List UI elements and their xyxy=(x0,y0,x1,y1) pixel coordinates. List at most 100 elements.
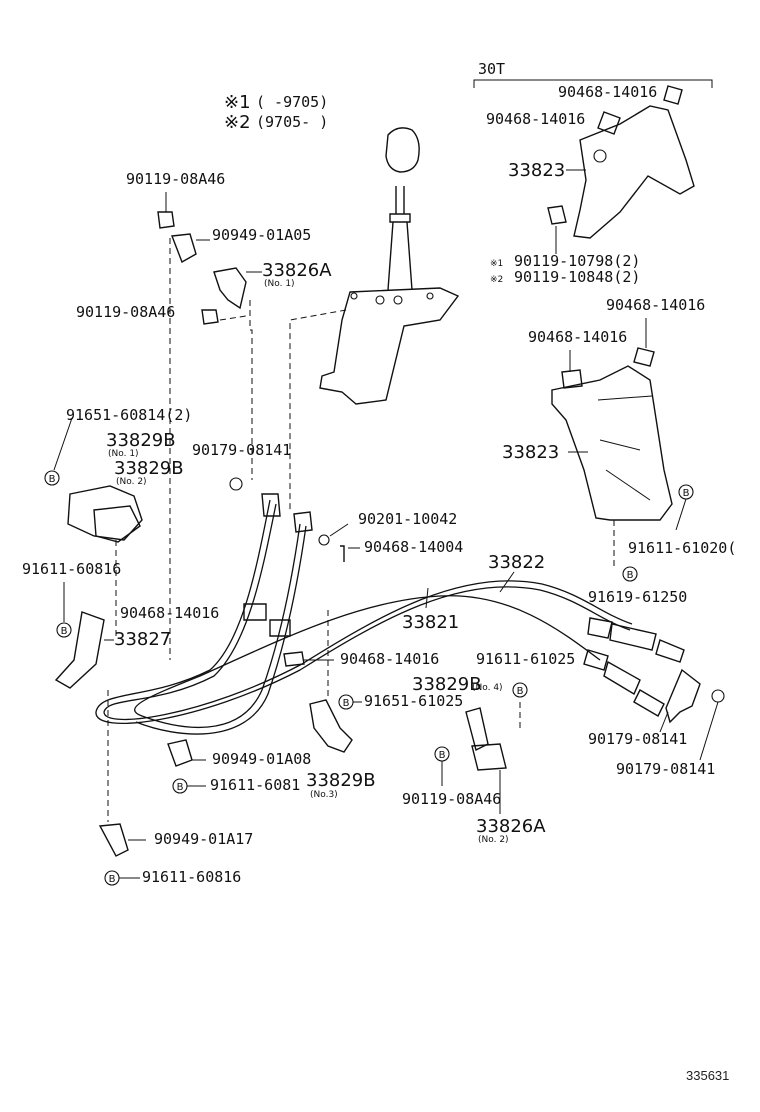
clip-90949-01A08 xyxy=(167,739,193,767)
bracket-33829B-no3 xyxy=(309,699,353,753)
cable-tip-right-2 xyxy=(633,689,665,717)
bracket-33823-bottom xyxy=(551,365,673,521)
bracket-33823-top-hole xyxy=(593,149,607,163)
mark-1-bolt: ※1 xyxy=(490,259,503,269)
label-91619-61250: 91619-61250 xyxy=(588,588,687,606)
cable-end-left-1 xyxy=(261,493,281,517)
base-bolt-3 xyxy=(350,292,358,300)
cable-end-right-1 xyxy=(587,617,613,639)
label-91611-6081x: 91611-6081 xyxy=(210,776,300,794)
label-33821: 33821 xyxy=(402,612,459,633)
svg-text:B: B xyxy=(61,626,68,637)
cable-tip-right-1 xyxy=(655,639,685,663)
marker-b-9 xyxy=(622,566,638,582)
upper-right-bracket-group: 90468-14016 90468-14016 33823 ※1 90119-1… xyxy=(486,83,695,286)
variant-2-mark: ※2 xyxy=(224,112,251,133)
marker-b-6 xyxy=(512,682,528,698)
base-bolt-4 xyxy=(426,292,434,300)
bracket-33827 xyxy=(54,611,105,689)
diagram-code: 335631 xyxy=(686,1068,729,1083)
label-91611-60816-bot: 91611-60816 xyxy=(142,868,241,886)
shift-cables: 33822 33821 xyxy=(95,493,725,735)
label-33829B-no1-sub: (No. 1) xyxy=(108,449,139,459)
cable-end-right-2 xyxy=(583,649,609,671)
washer-90201-10042 xyxy=(318,534,330,546)
bolt-90119-08A46-mid xyxy=(201,309,219,325)
label-90468-14016-mid: 90468-14016 xyxy=(340,650,439,668)
svg-text:B: B xyxy=(517,686,524,697)
label-90468-14016-r3: 90468-14016 xyxy=(606,296,705,314)
alignment-lines xyxy=(107,238,615,822)
label-33823-bottom: 33823 xyxy=(502,442,559,463)
left-brackets: 91651-60814(2) B 33829B (No. 1) 33829B (… xyxy=(22,406,219,689)
cable-end-left-2 xyxy=(293,511,313,533)
group-30t-label: 30T xyxy=(478,60,505,78)
label-33827: 33827 xyxy=(114,629,171,650)
cable-33821-a xyxy=(134,523,601,728)
bracket-33829B-no4 xyxy=(465,707,489,752)
label-90468-14016-r4: 90468-14016 xyxy=(528,328,627,346)
label-33829B-no4-sub: (No. 4) xyxy=(472,683,503,693)
base-bolt-1 xyxy=(375,295,385,305)
marker-b-2 xyxy=(56,622,72,638)
label-90179-08141-left: 90179-08141 xyxy=(192,441,291,459)
clip-90468-14016-tr2 xyxy=(597,111,621,135)
label-33822: 33822 xyxy=(488,552,545,573)
label-91611-61020: 91611-61020( xyxy=(628,539,736,557)
shift-knob xyxy=(385,127,420,173)
bracket-33826A-no1 xyxy=(213,267,247,310)
marker-b-1 xyxy=(44,470,60,486)
lever-shaft-upper xyxy=(395,186,405,214)
variant-1-mark: ※1 xyxy=(224,92,251,113)
top-left-hardware: 90119-08A46 90949-01A05 33826A (No. 1) 9… xyxy=(76,170,332,325)
bolt-90119-08A46-top xyxy=(157,211,175,229)
middle-right-bracket-group: 90468-14016 90468-14016 33823 B 91611-61… xyxy=(502,296,736,606)
label-91611-60816-left: 91611-60816 xyxy=(22,560,121,578)
label-33826A-no1-sub: (No. 1) xyxy=(264,279,295,289)
clip-90468-14016-r3 xyxy=(633,347,655,367)
label-91651-61025: 91651-61025 xyxy=(364,692,463,710)
shift-lever-assembly xyxy=(319,127,460,405)
mark-2-bolt: ※2 xyxy=(490,275,503,285)
clip-90468-14016-tr1 xyxy=(663,85,683,105)
label-90119-08A46-top: 90119-08A46 xyxy=(126,170,225,188)
label-33829B-no2: 33829B xyxy=(114,458,184,479)
svg-text:B: B xyxy=(109,874,116,885)
label-90949-01A05: 90949-01A05 xyxy=(212,226,311,244)
cable-grommet-1 xyxy=(243,603,267,621)
lever-collar xyxy=(389,213,411,223)
cable-33821-b xyxy=(135,525,307,735)
clip-90949-01A17 xyxy=(98,823,129,857)
label-90179-08141-r1: 90179-08141 xyxy=(588,730,687,748)
label-33829B-no4: 33829B xyxy=(412,674,482,695)
label-33823-top: 33823 xyxy=(508,160,565,181)
variant-1-range: ( -9705) xyxy=(256,93,328,111)
label-33829B-no3-sub: (No.3) xyxy=(310,790,338,800)
clip-90468-14016-r4 xyxy=(561,369,583,389)
svg-text:B: B xyxy=(343,698,350,709)
group-30t: 30T xyxy=(473,60,713,88)
label-90119-08A46-bot: 90119-08A46 xyxy=(402,790,501,808)
variant-2-range: (9705- ) xyxy=(256,113,328,131)
label-90119-08A46-mid: 90119-08A46 xyxy=(76,303,175,321)
clip-90949-01A05 xyxy=(171,233,197,264)
lever-boot xyxy=(387,221,413,291)
clip-90468-14016-mid xyxy=(283,651,305,667)
label-33829B-no3: 33829B xyxy=(306,770,376,791)
cable-33822-a xyxy=(95,499,631,725)
bracket-33829B-no1 xyxy=(67,485,143,541)
label-90468-14016-tr1: 90468-14016 xyxy=(558,83,657,101)
cable-sleeve-right-2 xyxy=(603,660,641,696)
group-30t-bracket xyxy=(473,79,713,88)
label-33826A-no1: 33826A xyxy=(262,260,332,281)
bracket-33826A-no2 xyxy=(471,743,507,771)
nut-90179-08141-right xyxy=(711,689,725,703)
label-33826A-no2-sub: (No. 2) xyxy=(478,835,509,845)
label-90201-10042: 90201-10042 xyxy=(358,510,457,528)
label-90949-01A08: 90949-01A08 xyxy=(212,750,311,768)
lower-right-brackets: 91611-61025 33829B (No. 4) B B 90119-08A… xyxy=(402,650,719,845)
base-bolt-2 xyxy=(393,295,403,305)
cable-sleeve-right-1 xyxy=(609,623,657,651)
center-hardware: 90179-08141 90201-10042 90468-14004 9046… xyxy=(192,441,463,668)
